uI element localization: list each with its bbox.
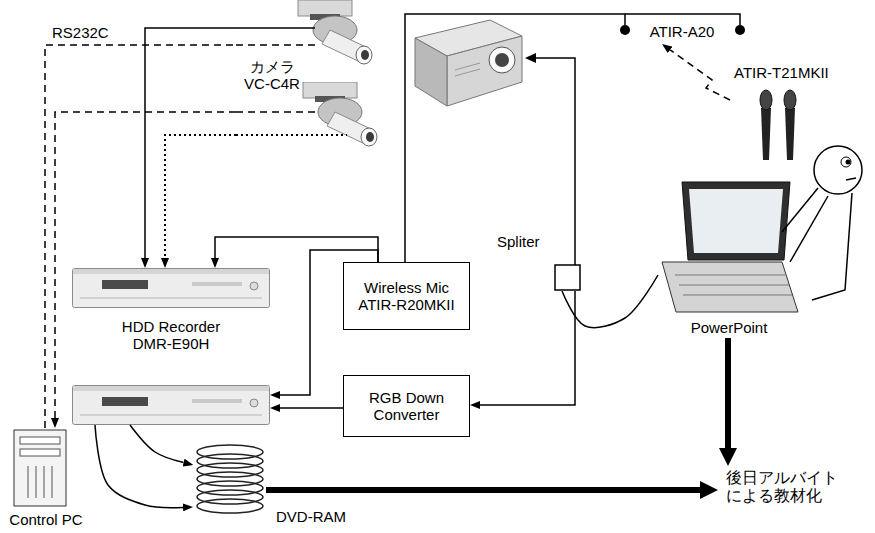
handset-head <box>784 90 796 110</box>
video-wire <box>536 58 575 265</box>
disc-ring <box>197 454 263 468</box>
camera-illustration <box>298 0 372 64</box>
connector <box>405 14 625 262</box>
laptop-keys <box>683 295 792 296</box>
laptop-keys <box>675 275 785 276</box>
tower-bay <box>20 437 60 444</box>
laptop-screen <box>682 182 790 260</box>
projector-front <box>447 36 522 106</box>
projector-side <box>415 38 447 106</box>
node-label: ATIR-A20 <box>650 23 715 40</box>
connector <box>45 45 236 428</box>
laptop-node: PowerPoint <box>658 178 800 338</box>
person-body <box>812 193 852 300</box>
camera-stub <box>236 44 320 46</box>
laptop-illustration <box>662 182 798 312</box>
wire-head <box>525 53 536 63</box>
node-label: Wireless Mic ATIR-R20MKII <box>350 279 463 314</box>
handset-node: ATIR-T21MKII <box>730 62 866 162</box>
antenna-node: ATIR-A20 <box>612 20 752 44</box>
camera-illustration <box>303 82 377 146</box>
connector <box>145 28 236 258</box>
edge-label: RS232C <box>50 24 111 41</box>
node-label: Spliter <box>497 233 540 250</box>
tower-vent <box>28 466 29 498</box>
projector-vent <box>455 69 480 76</box>
connector <box>480 291 575 405</box>
handset-grip <box>785 108 795 160</box>
person-arm <box>790 196 828 262</box>
camera-stub <box>236 27 315 29</box>
node-label: 後日アルバイト による教材化 <box>726 469 850 506</box>
node-label: Control PC <box>9 511 82 528</box>
recorder-illustration <box>73 386 270 425</box>
handset-illustration <box>760 90 796 160</box>
tower-case <box>14 430 66 506</box>
thick-stub <box>266 487 350 493</box>
scaler-box: RGB Down Converter <box>343 375 470 437</box>
tower-illustration <box>14 430 66 506</box>
person-illustration <box>782 146 862 300</box>
disc-ring <box>197 499 263 513</box>
node-label: カメラ VC-C4R <box>240 58 304 93</box>
node-label: RGB Down Converter <box>350 389 463 424</box>
disc-ring <box>197 481 263 495</box>
recorder-node: HDD Recorder DMR-E90H <box>72 268 270 425</box>
tower-bay <box>20 449 60 456</box>
laptop-display <box>689 189 783 253</box>
camera-stub <box>236 134 347 136</box>
camera-stub <box>236 111 320 113</box>
disc-ring <box>197 490 263 504</box>
node-label: PowerPoint <box>691 319 768 336</box>
disc-ring <box>197 463 263 477</box>
connector <box>725 338 731 448</box>
connector <box>350 487 700 493</box>
connector <box>95 425 183 508</box>
projector-illustration <box>415 20 522 106</box>
person-eye <box>841 157 851 167</box>
connector <box>280 407 343 409</box>
camera-node: カメラ VC-C4R <box>236 2 384 152</box>
tower-vent <box>44 466 45 498</box>
projector-glass <box>495 53 509 67</box>
connector <box>562 275 658 328</box>
person-head <box>814 146 862 194</box>
laptop-keys <box>679 285 789 286</box>
disc-illustration <box>197 445 263 513</box>
person-arm <box>782 188 818 232</box>
antenna-dot <box>620 25 630 35</box>
handset-grip <box>761 108 771 160</box>
handset-head <box>760 90 772 110</box>
node-label: HDD Recorder DMR-E90H <box>106 318 236 353</box>
antenna-dot <box>735 25 745 35</box>
split-box <box>555 265 580 290</box>
disc-node: DVD-RAM <box>193 443 350 527</box>
person-mouth <box>846 178 856 180</box>
tower-vent <box>36 466 37 498</box>
antenna-wire <box>624 20 626 25</box>
projector-vent <box>455 63 480 70</box>
node-label: DVD-RAM <box>276 508 346 525</box>
projector-lens <box>489 47 515 73</box>
outcome-node: 後日アルバイト による教材化 <box>718 466 868 518</box>
tower-vent <box>52 466 53 498</box>
connector <box>165 135 236 258</box>
node-label: ATIR-T21MKII <box>734 64 829 81</box>
recorder-illustration <box>73 269 270 308</box>
disc-ring <box>197 472 263 486</box>
person-pupil <box>846 160 851 165</box>
laptop-base <box>662 262 798 312</box>
connector <box>670 50 730 100</box>
connectors <box>45 14 730 508</box>
antenna-wire <box>625 14 740 25</box>
split-node: Spliter <box>495 232 584 291</box>
connector <box>130 425 184 463</box>
connector <box>55 112 236 418</box>
computer-node: Control PC <box>4 428 88 529</box>
disc-ring <box>197 445 263 459</box>
receiver-box: Wireless Mic ATIR-R20MKII <box>343 262 470 330</box>
